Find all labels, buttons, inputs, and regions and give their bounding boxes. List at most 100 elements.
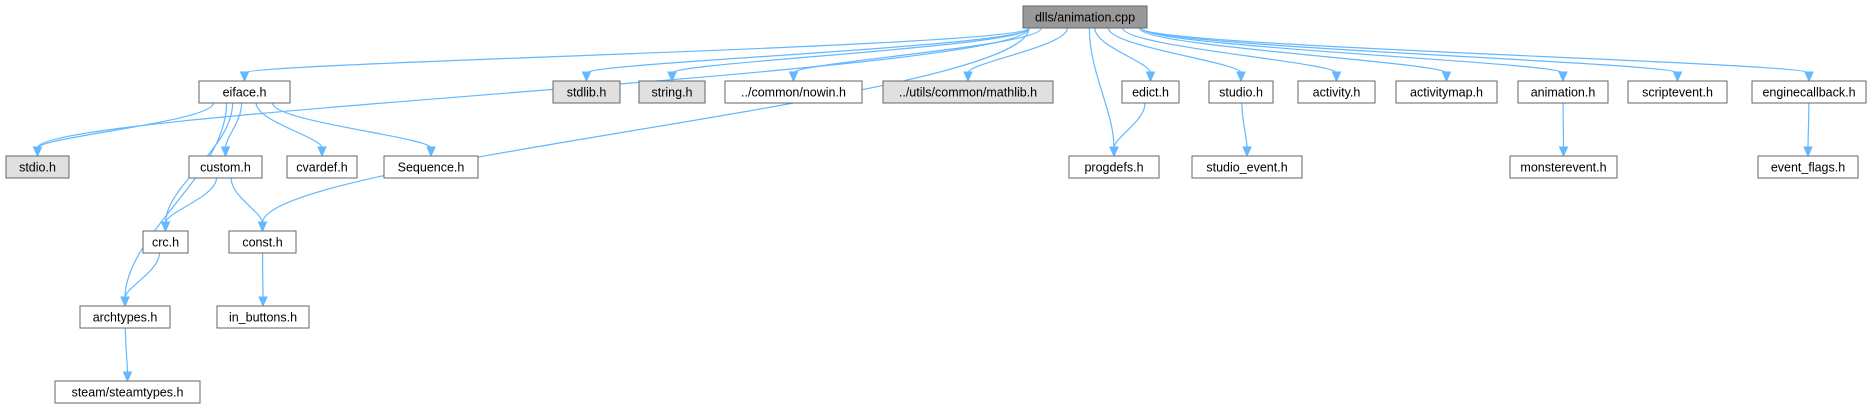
node-nowin[interactable]: ../common/nowin.h (724, 80, 863, 104)
node-event_flags[interactable]: event_flags.h (1757, 155, 1859, 179)
node-box-activitymap (1395, 80, 1498, 104)
edge-studio-to-studio_event (1241, 102, 1248, 149)
node-box-archtypes (79, 305, 171, 329)
node-studio_event[interactable]: studio_event.h (1191, 155, 1303, 179)
node-animation[interactable]: animation.h (1517, 80, 1609, 104)
edge-root-to-studio (1107, 27, 1242, 74)
node-label-nowin: ../common/nowin.h (741, 86, 846, 100)
arrowhead-root-to-activity (1331, 71, 1342, 83)
edge-eiface-to-stdio (36, 102, 215, 149)
node-custom[interactable]: custom.h (188, 155, 263, 179)
node-box-nowin (724, 80, 863, 104)
node-crc[interactable]: crc.h (142, 230, 189, 254)
node-label-activitymap: activitymap.h (1410, 86, 1483, 100)
node-box-animation (1517, 80, 1609, 104)
node-eiface[interactable]: eiface.h (198, 80, 291, 104)
node-box-edict (1121, 80, 1180, 104)
edge-root-to-stdio (36, 27, 1030, 149)
node-label-root: dlls/animation.cpp (1035, 11, 1135, 25)
node-label-crc: crc.h (152, 236, 179, 250)
arrowhead-root-to-string (667, 71, 677, 83)
node-sequence[interactable]: Sequence.h (383, 155, 479, 179)
node-label-custom: custom.h (200, 161, 251, 175)
node-steamtypes[interactable]: steam/steamtypes.h (54, 380, 201, 404)
node-box-in_buttons (216, 305, 310, 329)
node-label-in_buttons: in_buttons.h (229, 311, 297, 325)
edge-root-to-const (261, 27, 1030, 224)
edge-custom-to-const (230, 177, 264, 224)
edge-custom-to-crc (164, 177, 218, 224)
node-box-stdlib (552, 80, 621, 104)
node-box-scriptevent (1627, 80, 1728, 104)
node-box-const (228, 230, 297, 254)
arrowhead-eiface-to-cvardef (317, 146, 327, 158)
arrowhead-archtypes-to-steamtypes (122, 371, 133, 383)
node-box-string (638, 80, 706, 104)
node-label-stdio: stdio.h (19, 161, 56, 175)
node-label-sequence: Sequence.h (398, 161, 465, 175)
arrowhead-edict-to-progdefs (1109, 146, 1119, 158)
node-enginecallback[interactable]: enginecallback.h (1751, 80, 1867, 104)
edge-edict-to-progdefs (1113, 102, 1146, 149)
edge-enginecallback-to-event_flags (1807, 102, 1810, 149)
node-studio[interactable]: studio.h (1208, 80, 1274, 104)
node-const[interactable]: const.h (228, 230, 297, 254)
arrowhead-root-to-eiface (239, 71, 250, 83)
node-box-enginecallback (1751, 80, 1867, 104)
arrowhead-custom-to-const (257, 221, 268, 233)
edge-eiface-to-archtypes (124, 102, 228, 299)
node-label-steamtypes: steam/steamtypes.h (72, 386, 184, 400)
node-box-studio_event (1191, 155, 1303, 179)
node-label-event_flags: event_flags.h (1771, 161, 1845, 175)
node-root[interactable]: dlls/animation.cpp (1022, 5, 1148, 29)
node-in_buttons[interactable]: in_buttons.h (216, 305, 310, 329)
node-archtypes[interactable]: archtypes.h (79, 305, 171, 329)
node-box-eiface (198, 80, 291, 104)
edge-root-to-eiface (243, 27, 1030, 74)
node-progdefs[interactable]: progdefs.h (1068, 155, 1160, 179)
edges-layer (32, 27, 1814, 383)
node-stdlib: stdlib.h (552, 80, 621, 104)
node-label-const: const.h (242, 236, 282, 250)
node-string: string.h (638, 80, 706, 104)
arrowhead-enginecallback-to-event_flags (1803, 146, 1813, 158)
arrowhead-custom-to-crc (160, 221, 171, 233)
node-box-progdefs (1068, 155, 1160, 179)
edge-root-to-activitymap (1138, 27, 1448, 74)
node-label-progdefs: progdefs.h (1084, 161, 1143, 175)
node-label-stdlib: stdlib.h (567, 86, 607, 100)
node-cvardef[interactable]: cvardef.h (286, 155, 358, 179)
node-monsterevent[interactable]: monsterevent.h (1509, 155, 1618, 179)
edge-eiface-to-cvardef (255, 102, 323, 149)
edge-root-to-activity (1122, 27, 1338, 74)
node-label-string: string.h (652, 86, 693, 100)
node-box-monsterevent (1509, 155, 1618, 179)
node-activitymap[interactable]: activitymap.h (1395, 80, 1498, 104)
node-label-studio: studio.h (1219, 86, 1263, 100)
node-activity[interactable]: activity.h (1297, 80, 1376, 104)
node-scriptevent[interactable]: scriptevent.h (1627, 80, 1728, 104)
edge-root-to-enginecallback (1140, 27, 1810, 74)
arrowhead-eiface-to-stdio (32, 146, 43, 158)
arrowhead-animation-to-monsterevent (1558, 146, 1569, 158)
node-label-monsterevent: monsterevent.h (1520, 161, 1606, 175)
node-edict[interactable]: edict.h (1121, 80, 1180, 104)
edge-root-to-nowin (792, 27, 1042, 74)
edge-eiface-to-sequence (271, 102, 432, 149)
node-label-activity: activity.h (1313, 86, 1361, 100)
nodes-layer: dlls/animation.cpp stdio.h eiface.h stdlib.… (5, 5, 1867, 404)
node-stdio: stdio.h (5, 155, 70, 179)
arrowhead-root-to-edict (1145, 71, 1156, 83)
node-label-enginecallback: enginecallback.h (1762, 86, 1855, 100)
node-label-edict: edict.h (1132, 86, 1169, 100)
node-box-cvardef (286, 155, 358, 179)
arrowhead-crc-to-archtypes (120, 296, 130, 308)
node-mathlib: ../utils/common/mathlib.h (882, 80, 1054, 104)
edge-root-to-stdlib (585, 27, 1030, 74)
arrowhead-root-to-mathlib (963, 71, 973, 83)
node-label-studio_event: studio_event.h (1206, 161, 1287, 175)
node-label-mathlib: ../utils/common/mathlib.h (899, 86, 1037, 100)
arrowhead-root-to-enginecallback (1804, 71, 1814, 83)
node-box-studio (1208, 80, 1274, 104)
